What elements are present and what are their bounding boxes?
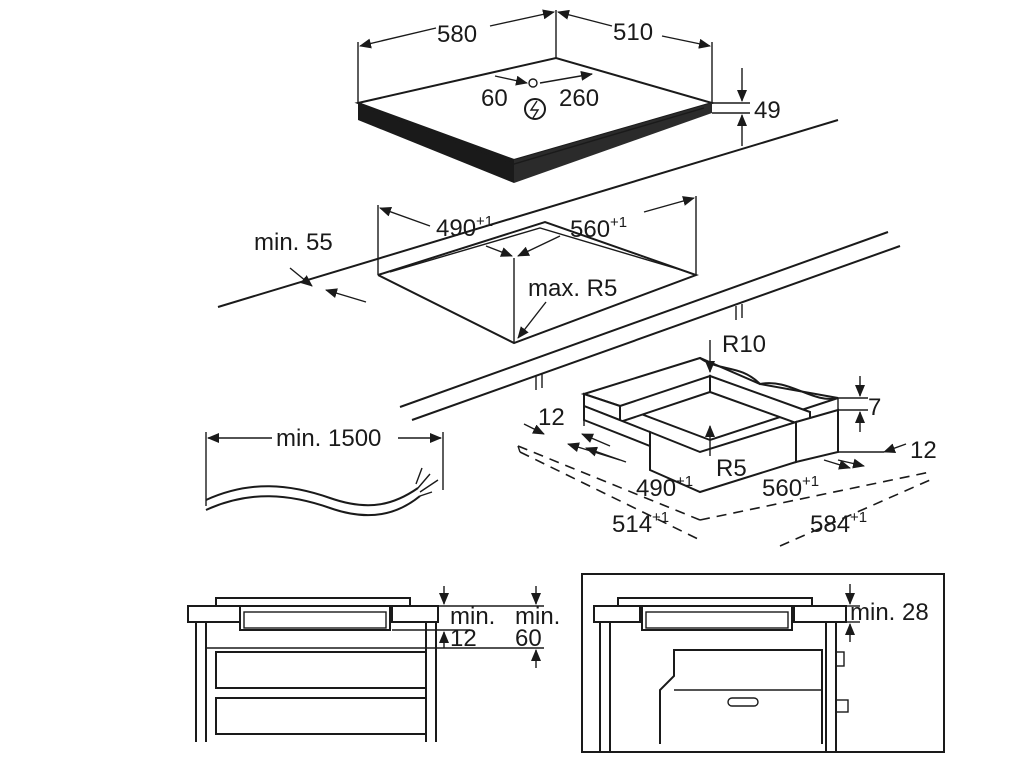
hob-width-label: 580 [437,21,477,48]
hob-drawing: 580 510 49 60 260 [354,9,781,183]
oven-body [659,649,823,744]
cable-offset-left-label: 60 [481,85,508,112]
electrical-warning-icon [524,98,546,120]
frame-right-margin-label: 12 [910,437,937,464]
worktop-back-edge [217,119,839,308]
drawer-front [215,651,427,689]
hob-side-face [358,103,514,183]
worktop-cutout-drawing: 490+1 560+1 min. 55 max. R5 [217,119,901,421]
hob-top-surface [354,56,716,162]
cutout-depth-label: 560+1 [570,214,627,243]
hob-depth-label: 510 [613,19,653,46]
worktop-front-edge-upper [399,231,889,408]
cable-entry-point [528,78,538,88]
drawer-gap-value-2: 60 [515,625,542,652]
oven-gap-label: min. 28 [850,599,929,626]
cable-offset-right-label: 260 [559,85,599,112]
oven-section-frame [581,573,945,753]
seal-frame-drawing: R10 R5 7 12 12 490+1 560+1 514+1 584+1 [517,331,937,547]
frame-inner-depth-label: 560+1 [762,473,819,502]
worktop-front-edge-lower [411,245,901,421]
hob-height-label: 49 [754,97,781,124]
frame-inner-width-label: 490+1 [636,473,693,502]
frame-outer-radius-label: R10 [722,331,766,358]
drawer-gap-label-1: min. [450,603,495,630]
frame-outer-depth-label: 584+1 [810,509,867,538]
frame-outer-width-label: 514+1 [612,509,669,538]
section-oven-cabinet: min. 28 [581,573,945,753]
drawer-gap-label-2: min. [515,603,560,630]
corner-radius-label: max. R5 [528,275,617,302]
cable-length-label: min. 1500 [276,425,381,452]
front-distance-label: min. 55 [254,229,333,256]
frame-inner-radius-label: R5 [716,455,747,482]
drawer-front [215,697,427,735]
oven-handle [727,697,759,707]
hob-front-face [514,103,712,183]
mains-cable [205,485,419,507]
cutout-width-label: 490+1 [436,213,493,242]
frame-thickness-label: 7 [868,394,881,421]
section-drawer-cabinet: min. 12 min. 60 [187,586,560,742]
drawer-gap-value-1: 12 [450,625,477,652]
mains-cable-drawing: min. 1500 [205,425,444,517]
frame-left-margin-label: 12 [538,404,565,431]
